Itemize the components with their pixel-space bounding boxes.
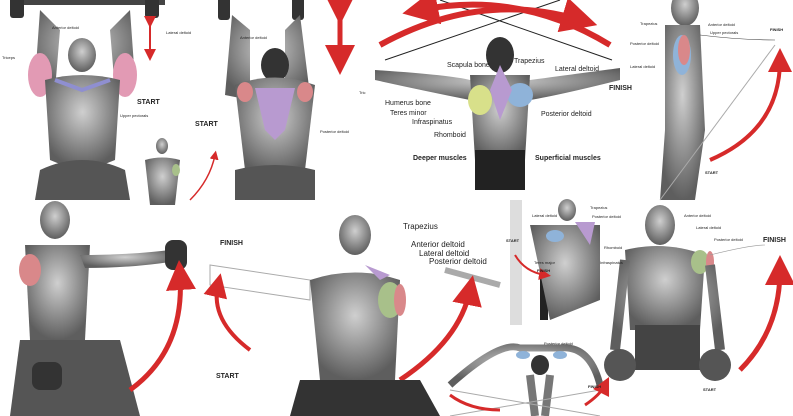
label-finish: FINISH (220, 240, 243, 247)
label-lateral-deltoid: Lateral deltoid (166, 30, 192, 35)
label-finish: FINISH (537, 268, 551, 273)
label-lateral-deltoid: Lateral deltoid (419, 249, 470, 258)
label-trapezius: Trapezius (640, 21, 658, 26)
side-cable-raise-figure (659, 0, 792, 201)
label-triceps: Tric (359, 90, 366, 95)
label-posterior-deltoid: Posterior deltoid (320, 129, 349, 134)
label-teres-major: Teres major (534, 260, 555, 265)
inset-lateral-raise-figure (135, 130, 225, 205)
label-posterior-deltoid: Posterior deltoid (541, 111, 592, 118)
label-start: START (216, 373, 239, 380)
barbell-shoulder-press-figure (10, 0, 165, 200)
label-scapula-bone: Scapula bone (447, 62, 490, 69)
label-finish: FINISH (588, 384, 602, 389)
label-anterior-deltoid: Anterior deltoid (684, 213, 711, 218)
label-upper-pectorals: Upper pectorals (710, 30, 739, 35)
label-humerus-bone: Humerus bone (385, 100, 431, 107)
bent-over-cable-raise-figure (447, 343, 610, 416)
label-start: START (705, 170, 719, 175)
machine-reverse-fly-figure (203, 215, 501, 416)
cable-reverse-fly-figure (375, 0, 620, 190)
label-anterior-deltoid: Anterior deltoid (52, 25, 79, 30)
label-rhomboid: Rhomboid (434, 132, 466, 139)
label-anterior-deltoid: Anterior deltoid (411, 240, 465, 249)
label-infraspinatus: Infraspinatus (600, 260, 623, 265)
label-anterior-deltoid: Anterior deltoid (708, 22, 735, 27)
seated-lateral-raise-figure (10, 201, 196, 416)
label-posterior-deltoid: Posterior deltoid (592, 214, 621, 219)
label-teres-minor: Teres minor (390, 110, 427, 117)
dumbbell-lateral-raise-figure (604, 205, 793, 381)
label-finish: FINISH (763, 237, 786, 244)
label-trapezius: Trapezius (514, 58, 545, 65)
label-trapezius: Trapezius (590, 205, 608, 210)
label-finish: FINISH (609, 85, 632, 92)
label-finish: FINISH (770, 27, 784, 32)
label-posterior-deltoid: Posterior deltoid (714, 237, 743, 242)
label-lateral-deltoid: Lateral deltoid (630, 64, 656, 69)
label-start: START (137, 99, 160, 106)
label-rhomboid: Rhomboid (604, 245, 623, 250)
label-lateral-deltoid: Lateral deltoid (555, 66, 599, 73)
label-deeper-muscles: Deeper muscles (413, 155, 467, 162)
label-lateral-deltoid: Lateral deltoid (696, 225, 722, 230)
label-upper-pectorals: Upper pectorals (120, 113, 149, 118)
label-superficial-muscles: Superficial muscles (535, 155, 601, 162)
label-start: START (506, 238, 520, 243)
label-anterior-deltoid: Anterior deltoid (240, 35, 267, 40)
label-start: START (703, 387, 717, 392)
label-posterior-deltoid: Posterior deltoid (429, 257, 487, 266)
dumbbell-press-back-figure (218, 0, 355, 200)
label-posterior-deltoid: Posterior deltoid (544, 341, 573, 346)
label-triceps: Triceps (2, 55, 15, 60)
label-start: START (195, 121, 218, 128)
label-trapezius: Trapezius (403, 222, 438, 231)
machine-rear-delt-figure (510, 199, 600, 325)
label-posterior-deltoid: Posterior deltoid (630, 41, 659, 46)
label-lateral-deltoid: Lateral deltoid (532, 213, 558, 218)
label-infraspinatus: Infraspinatus (412, 119, 453, 126)
